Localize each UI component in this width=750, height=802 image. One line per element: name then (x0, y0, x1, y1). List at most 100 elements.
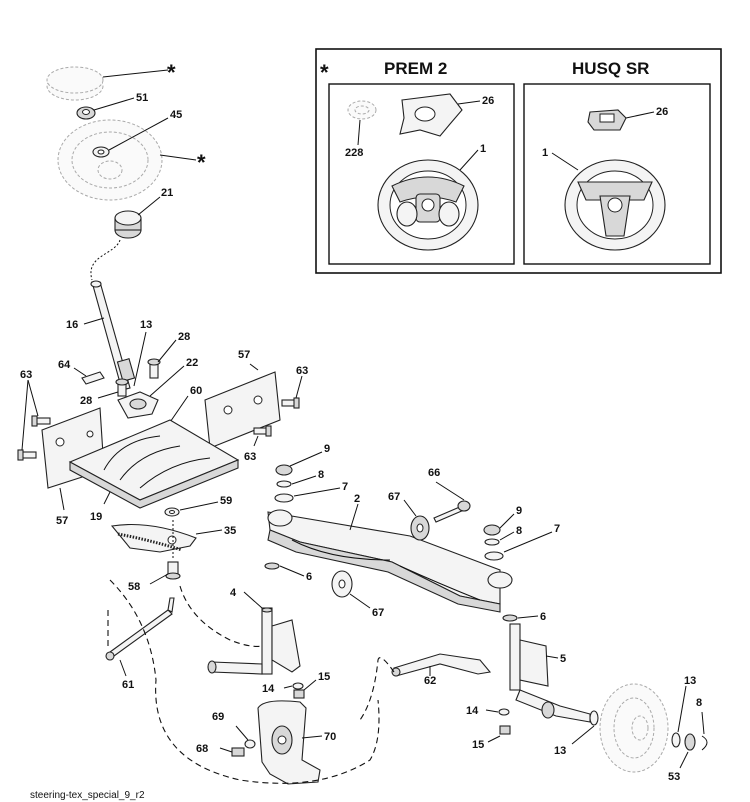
washer-7-right (484, 551, 504, 561)
callout-7-left: 7 (342, 481, 348, 493)
husq-callout-26: 26 (656, 106, 668, 118)
bolt-63-left-lower (17, 449, 37, 461)
bolt-68 (231, 747, 245, 757)
prem2-cover (399, 93, 463, 137)
husq-emblem (587, 109, 627, 131)
bolt-63-right (281, 397, 300, 409)
cap-9-left (275, 464, 293, 476)
callout-15-right: 15 (472, 739, 484, 751)
callout-68: 68 (196, 743, 208, 755)
callout-14-right: 14 (466, 705, 479, 717)
husq-sr-title: HUSQ SR (572, 59, 649, 78)
callout-63-left: 63 (20, 369, 32, 381)
callout-6-right: 6 (540, 611, 546, 623)
callout-19: 19 (90, 511, 102, 523)
drag-link-61 (105, 597, 175, 661)
callout-7-right: 7 (554, 523, 560, 535)
prem2-steering-wheel (377, 159, 479, 251)
callout-53: 53 (668, 771, 680, 783)
bracket-57-right (204, 371, 281, 449)
bolt-14-left (292, 682, 304, 690)
callout-57-bottom: 57 (56, 515, 68, 527)
callout-67-upper: 67 (388, 491, 400, 503)
spindle-5 (509, 623, 591, 723)
callout-8-left: 8 (318, 469, 324, 481)
callout-66: 66 (428, 467, 440, 479)
prem2-callout-1: 1 (480, 143, 486, 155)
callout-6-left: 6 (306, 571, 312, 583)
callout-9-left: 9 (324, 443, 330, 455)
callout-21: 21 (161, 187, 173, 199)
clip-8-left (276, 480, 292, 488)
steering-wheel-options-inset: * PREM 2 HUSQ SR 26 228 1 (315, 48, 722, 274)
bearing-flange-22 (117, 391, 159, 419)
callout-58: 58 (128, 581, 140, 593)
callout-13: 13 (140, 319, 152, 331)
callout-2: 2 (354, 493, 360, 505)
callout-69: 69 (212, 711, 224, 723)
plate-19 (68, 419, 240, 509)
inset-star-marker: * (320, 60, 329, 85)
husq-callout-1: 1 (542, 147, 548, 159)
adapter-21 (114, 210, 142, 239)
prem2-title: PREM 2 (384, 59, 447, 78)
bolt-28-lower (115, 378, 129, 397)
spacer-67-lower (331, 570, 353, 598)
callout-9-right: 9 (516, 505, 522, 517)
bolt-14-right (498, 708, 510, 716)
callout-13-outer: 13 (684, 675, 696, 687)
callout-67-lower: 67 (372, 607, 384, 619)
bolt-28-upper (147, 358, 161, 379)
washer-13-right (589, 710, 599, 726)
nut-15-right (499, 725, 511, 735)
bolt-63-left-upper (31, 415, 51, 427)
pivot-bolt-66 (433, 500, 471, 523)
callout-70: 70 (324, 731, 336, 743)
clip-8-wheel (701, 735, 708, 751)
cap-53 (684, 733, 696, 751)
washer-69 (244, 739, 256, 749)
callout-8-wheel: 8 (696, 697, 702, 709)
star-marker-wheel: * (197, 150, 206, 175)
spacer-67-upper (410, 515, 430, 541)
nut-51 (76, 106, 96, 120)
callout-62: 62 (424, 675, 436, 687)
callout-63-right: 63 (296, 365, 308, 377)
front-wheel (599, 683, 669, 773)
nut-15-left (293, 689, 305, 699)
callout-22: 22 (186, 357, 198, 369)
callout-8-right: 8 (516, 525, 522, 537)
callout-5: 5 (560, 653, 566, 665)
callout-64: 64 (58, 359, 71, 371)
sector-gear-35 (110, 524, 197, 553)
clip-8-right (484, 538, 500, 546)
callout-59: 59 (220, 495, 232, 507)
tie-rod-62 (391, 653, 492, 677)
axle-2 (267, 509, 513, 613)
callout-16: 16 (66, 319, 78, 331)
callout-28-upper: 28 (178, 331, 190, 343)
callout-57-top: 57 (238, 349, 250, 361)
callout-63-mid: 63 (244, 451, 256, 463)
husq-steering-wheel (564, 159, 666, 251)
prem2-callout-228: 228 (345, 147, 363, 159)
washer-13-outer (671, 732, 681, 748)
washer-59 (164, 507, 180, 517)
spindle-4 (207, 607, 301, 675)
washer-7-left (274, 493, 294, 503)
callout-60: 60 (190, 385, 202, 397)
washer-45 (92, 146, 110, 158)
steering-wheel-ghost (57, 119, 163, 201)
bolt-63-mid (253, 425, 272, 437)
callout-14-left: 14 (262, 683, 275, 695)
prem2-callout-26: 26 (482, 95, 494, 107)
washer-6-right (502, 614, 518, 622)
mount-plate-70 (257, 700, 321, 785)
prem2-emblem (347, 100, 377, 120)
clip-64 (81, 371, 105, 385)
callout-13-right: 13 (554, 745, 566, 757)
callout-45: 45 (170, 109, 182, 121)
callout-61: 61 (122, 679, 134, 691)
callout-51: 51 (136, 92, 148, 104)
